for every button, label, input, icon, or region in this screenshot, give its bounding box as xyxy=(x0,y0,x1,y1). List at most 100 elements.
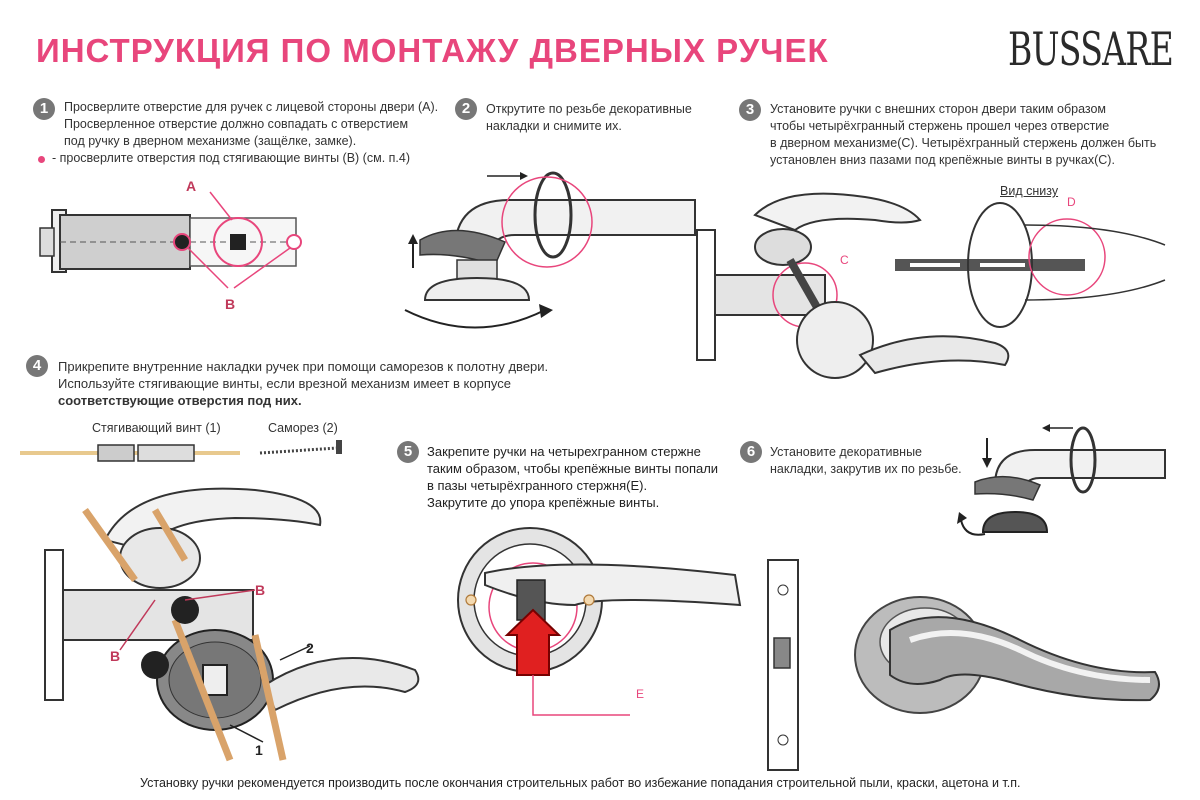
self-screw-lower xyxy=(171,618,234,762)
step-6-number: 6 xyxy=(740,441,762,463)
screw-tie-label: Стягивающий винт (1) xyxy=(92,421,221,435)
step-6-line-2: накладки, закрутив их по резьбе. xyxy=(770,462,962,476)
handle-upper xyxy=(753,192,922,232)
step-5-line-2: таким образом, чтобы крепёжные винты поп… xyxy=(427,461,719,476)
step-3-line-2: чтобы четырёхгранный стержень прошел чер… xyxy=(770,119,1110,133)
self-screw-upper-2 xyxy=(151,508,189,562)
step-6-line-1: Установите декоративные xyxy=(770,445,923,459)
rose-cover xyxy=(974,475,1042,501)
finished-lever xyxy=(889,616,1160,702)
step-4-line-1: Прикрепите внутренние накладки ручек при… xyxy=(58,359,549,374)
finished-handle-diagram xyxy=(767,559,1160,771)
step-3-line-4: установлен вниз пазами под крепёжные вин… xyxy=(770,153,1115,167)
step-4-text: Прикрепите внутренние накладки ручек при… xyxy=(58,358,548,409)
step-1-text: Просверлите отверстие для ручек с лицево… xyxy=(64,99,438,150)
page-title: ИНСТРУКЦИЯ ПО МОНТАЖУ ДВЕРНЫХ РУЧЕК xyxy=(36,32,829,69)
label-2: 2 xyxy=(306,640,314,656)
hole-a-circle xyxy=(213,217,263,267)
step-3-line-1: Установите ручки с внешних сторон двери … xyxy=(770,102,1107,116)
self-tapping-screw-icon xyxy=(259,446,339,455)
step-4-line-2: Используйте стягивающие винты, если врез… xyxy=(58,376,511,391)
tie-screw-nut-left xyxy=(97,444,135,462)
step-5-line-4: Закрутите до упора крепёжные винты. xyxy=(427,495,660,510)
hole-b-right xyxy=(286,234,302,250)
rose-bottom-view xyxy=(967,202,1033,328)
highlight-circle xyxy=(501,176,593,268)
step-5-number: 5 xyxy=(397,441,419,463)
step-2-text: Открутите по резьбе декоративные накладк… xyxy=(486,101,692,135)
label-b-step1: B xyxy=(225,296,236,312)
step-2-number: 2 xyxy=(455,98,477,120)
pointer-2 xyxy=(279,645,311,661)
label-d: D xyxy=(1067,195,1076,209)
strike-screw-top-icon xyxy=(777,584,789,596)
rotate-arrow-head-icon xyxy=(957,512,967,524)
rose-lower xyxy=(796,301,874,379)
escutcheon-ring xyxy=(1069,426,1097,494)
highlight-circle-d xyxy=(1028,218,1106,296)
arrow-right-head-icon xyxy=(520,172,528,180)
step-6-diagram xyxy=(957,424,1166,536)
arrow-up-head-icon xyxy=(408,234,418,244)
handle-front xyxy=(263,657,420,712)
latch-tongue xyxy=(39,227,55,257)
pointer-1 xyxy=(229,724,264,743)
step-5-line-1: Закрепите ручки на четырехгранном стержн… xyxy=(427,444,701,459)
self-tapping-screw-label: Саморез (2) xyxy=(268,421,338,435)
arrow-left-head-icon xyxy=(1042,424,1050,432)
hole-b-left xyxy=(173,233,191,251)
pink-dot-icon xyxy=(38,156,45,163)
door-edge xyxy=(44,549,64,701)
screw-head-icon xyxy=(336,440,342,454)
label-1: 1 xyxy=(255,742,263,758)
pointer-e xyxy=(532,675,630,716)
screws-legend xyxy=(20,440,342,462)
step-4-diagram xyxy=(44,487,420,762)
step-1-number: 1 xyxy=(33,98,55,120)
label-b-step4-top: B xyxy=(255,582,266,598)
tie-screw-hole-1 xyxy=(171,596,199,624)
handle-lower xyxy=(858,335,1010,375)
step-4-line-3: соответствующие отверстия под них. xyxy=(58,393,302,408)
handle-outline-bottom-2 xyxy=(1024,279,1166,301)
rotate-arrow-head-icon xyxy=(539,304,553,318)
pointer-a xyxy=(209,191,233,221)
base-plate xyxy=(981,510,1049,533)
step-2-line-1: Открутите по резьбе декоративные xyxy=(486,102,692,116)
step-2-diagram xyxy=(404,171,696,329)
strike-screw-bottom-icon xyxy=(777,734,789,746)
pointer-b-1 xyxy=(119,599,156,651)
square-spindle xyxy=(202,664,228,696)
finished-lever-shine xyxy=(908,629,1151,683)
screw-right-icon xyxy=(583,594,595,606)
step-2-line-2: накладки и снимите их. xyxy=(486,119,622,133)
step-3-text: Установите ручки с внешних сторон двери … xyxy=(770,101,1156,169)
rotate-arrow-icon xyxy=(960,519,986,536)
door-edge-plate xyxy=(696,229,716,361)
handle-outline-bottom xyxy=(1024,224,1166,246)
pointer-b-left xyxy=(187,247,229,289)
step-3-line-3: в дверном механизме(C). Четырёхгранный с… xyxy=(770,136,1157,150)
step-4-number: 4 xyxy=(26,355,48,377)
step-1-line-2: Просверленное отверстие должно совпадать… xyxy=(64,117,409,131)
step-6-text: Установите декоративные накладки, закрут… xyxy=(770,444,962,478)
bottom-view-label: Вид снизу xyxy=(1000,184,1059,198)
arrow-down-head-icon xyxy=(982,458,992,468)
step-5-line-3: в пазы четырёхгранного стержня(E). xyxy=(427,478,648,493)
rose-cover xyxy=(419,229,506,266)
screw-left-icon xyxy=(465,594,477,606)
brand-logo: BUSSARE xyxy=(1008,22,1174,76)
step-5-text: Закрепите ручки на четырехгранном стержн… xyxy=(427,443,718,511)
step-1-diagram xyxy=(39,191,302,289)
tie-screw-nut-right xyxy=(137,444,195,462)
step-1-note: - просверлите отверстия под стягивающие … xyxy=(52,151,410,165)
label-b-step4-left: B xyxy=(110,648,121,664)
label-e: E xyxy=(636,687,645,701)
rotate-arrow-icon xyxy=(404,309,546,329)
step-3-diagram xyxy=(696,192,1166,379)
step-1-line-3: под ручку в дверном механизме (защёлке, … xyxy=(64,134,357,148)
arrow-up-red-icon xyxy=(504,608,562,676)
rose-upper xyxy=(754,228,812,266)
tie-screw-hole-2 xyxy=(141,651,169,679)
step-1-line-1: Просверлите отверстие для ручек с лицево… xyxy=(64,100,439,114)
